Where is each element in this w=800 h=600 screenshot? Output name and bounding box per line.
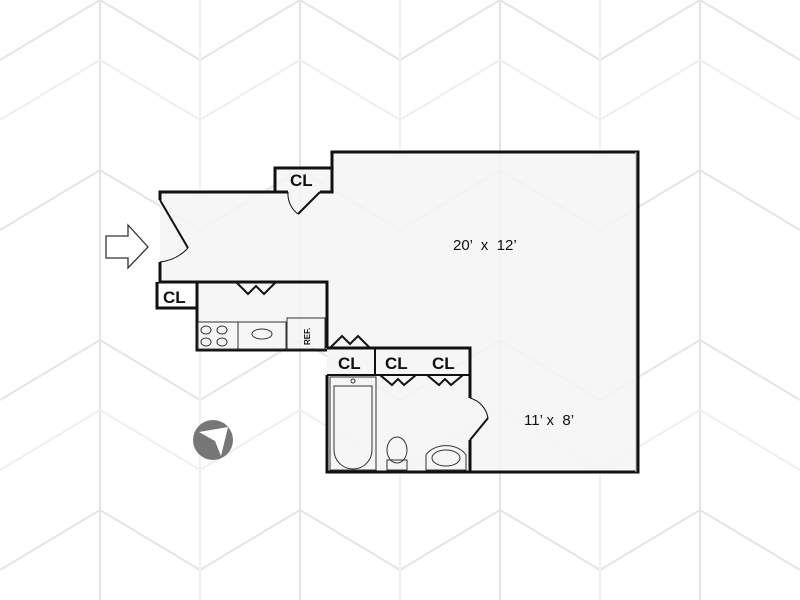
closet-label-hall-3: CL [432, 354, 455, 373]
closet-label-hall-2: CL [385, 354, 408, 373]
bathroom-fixtures [329, 376, 467, 471]
closet-label-entry: CL [163, 288, 186, 307]
entry-arrow-icon [105, 223, 149, 270]
kitchen-counter [197, 317, 326, 350]
compass-north-icon [193, 420, 233, 460]
closet-label-hall-1: CL [338, 354, 361, 373]
refrigerator-label: REF. [303, 328, 312, 345]
closet-label-top: CL [290, 171, 313, 190]
floor-area [160, 152, 638, 472]
walls [155, 150, 640, 474]
alcove-dimensions: 11’ x 8’ [524, 412, 574, 429]
doors [159, 191, 489, 441]
main-room-dimensions: 20’ x 12’ [453, 237, 517, 254]
